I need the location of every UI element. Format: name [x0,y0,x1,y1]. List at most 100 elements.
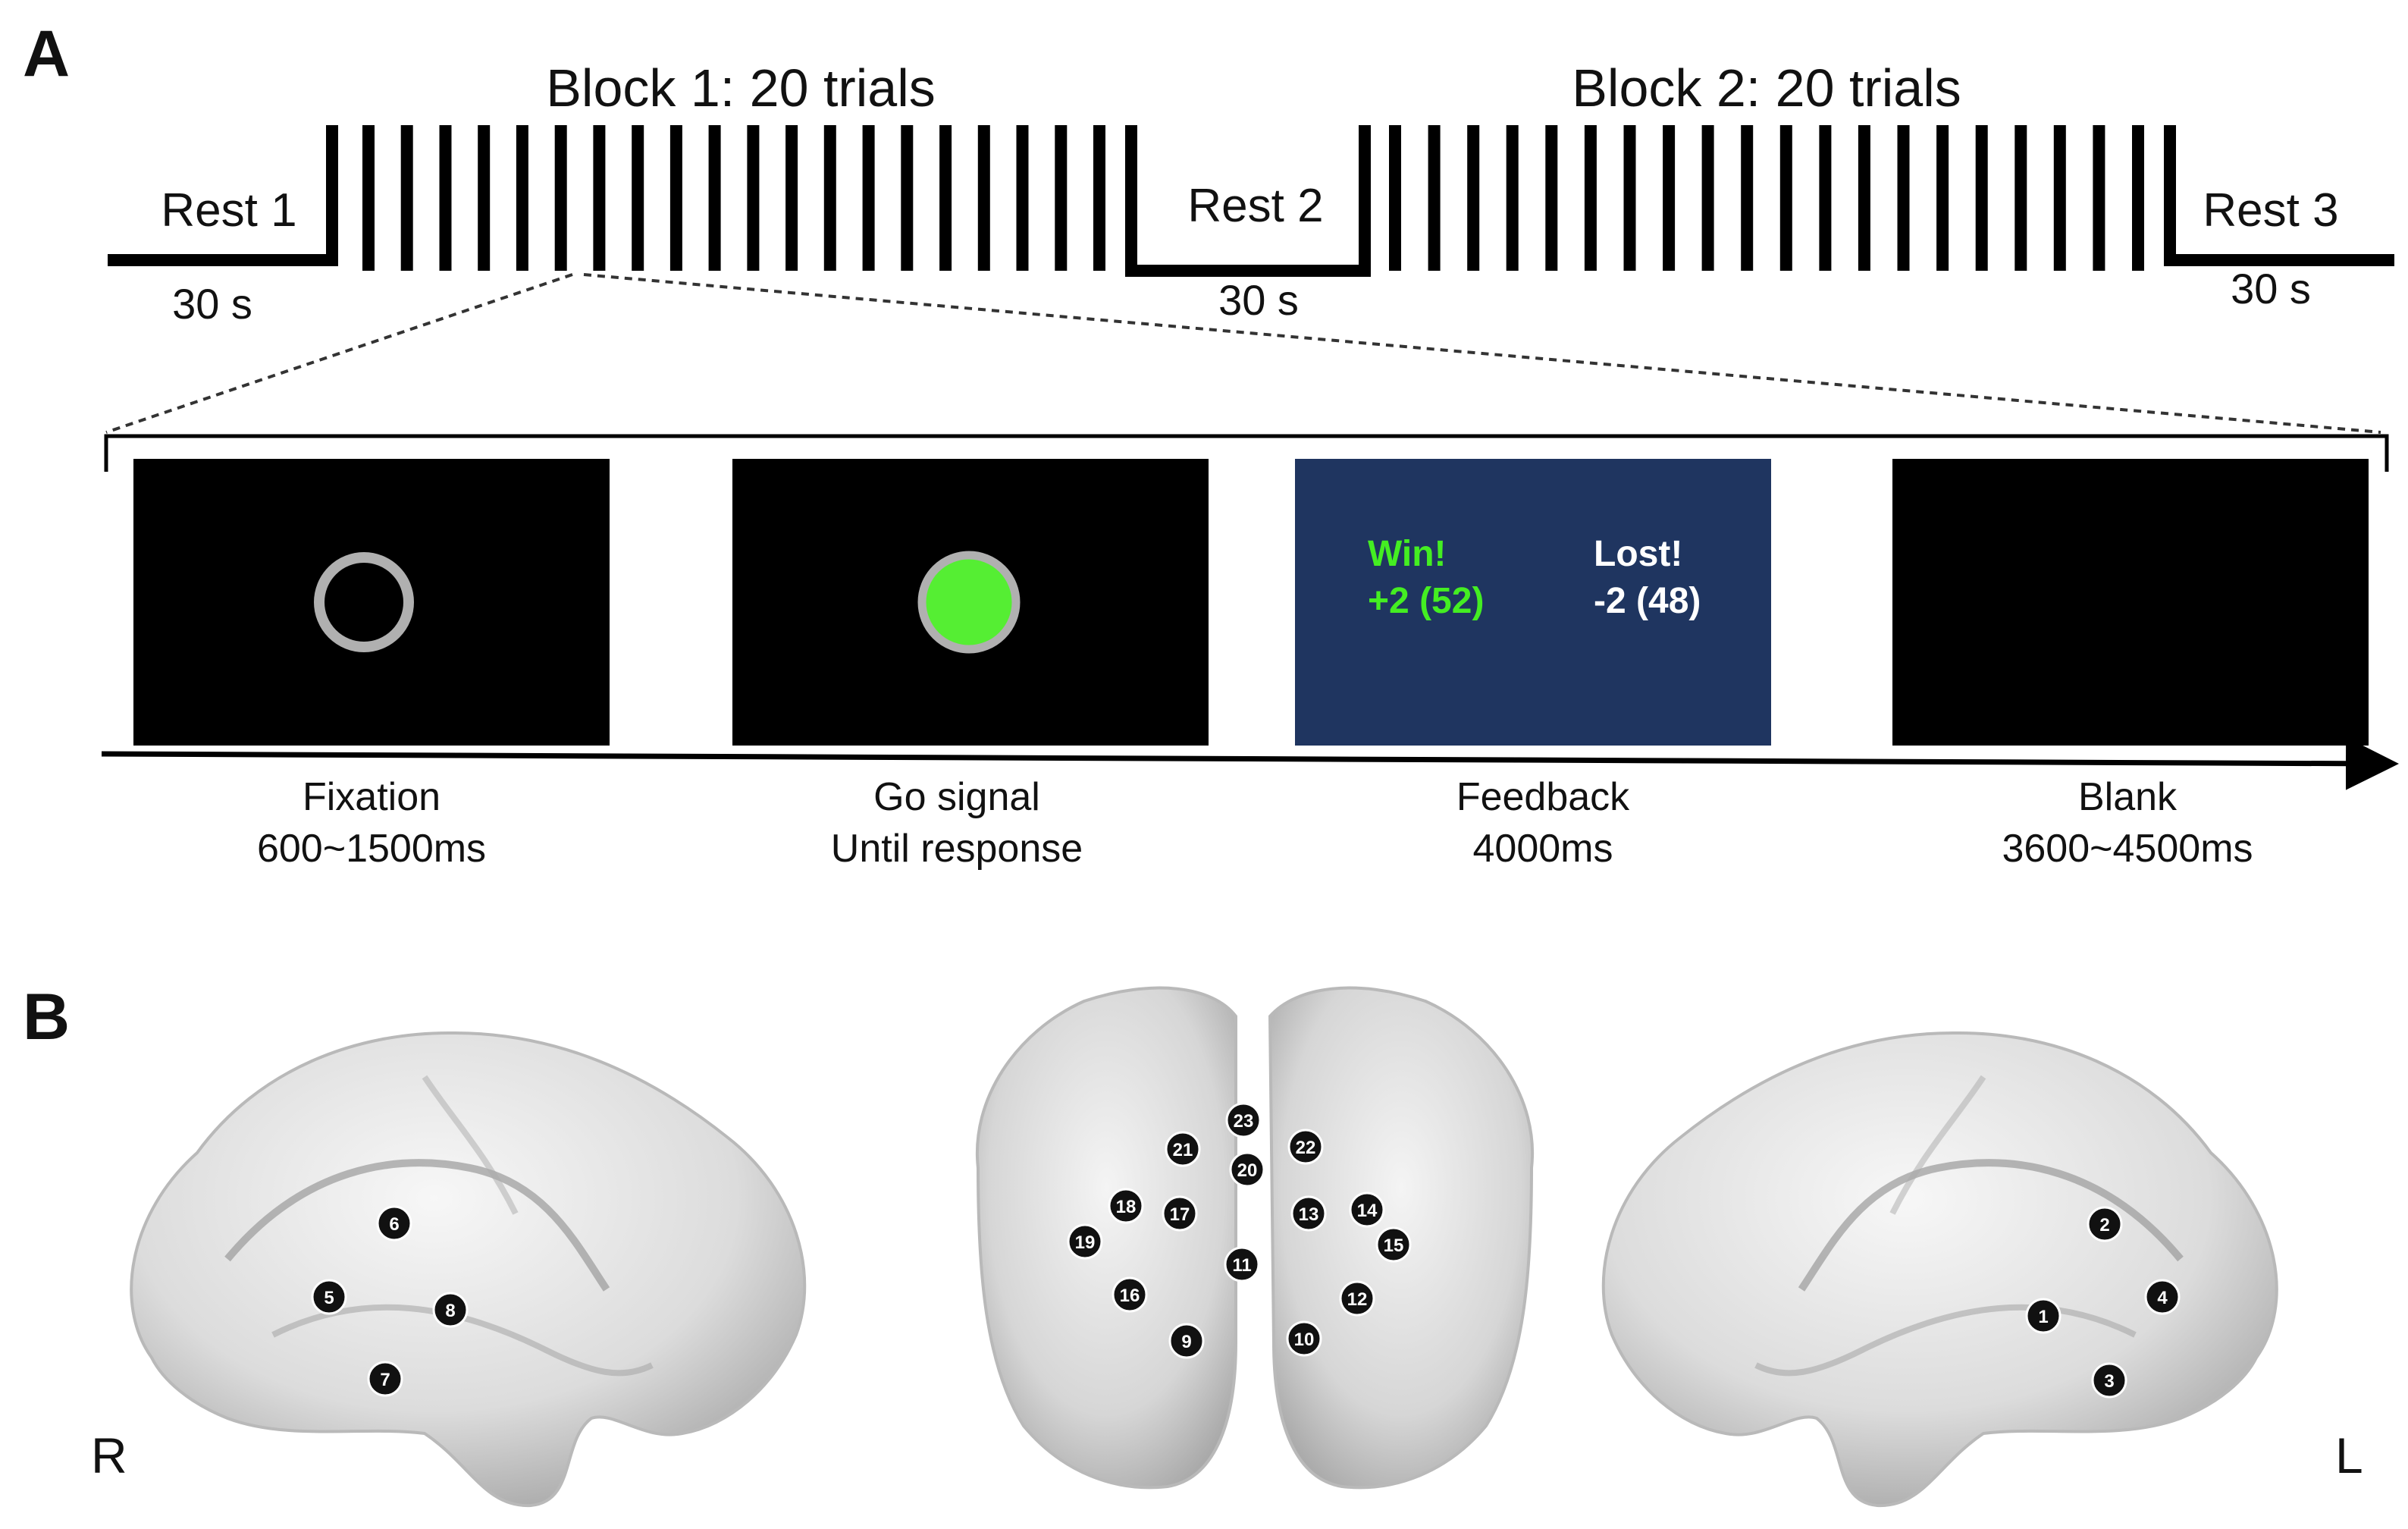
rest2-segment [1125,125,1371,277]
block2-title: Block 2: 20 trials [1572,58,1961,118]
channel-marker-4: 4 [2144,1279,2181,1315]
rest1-label: Rest 1 [161,184,296,237]
block2-trial-bar [1741,125,1754,271]
channel-3-label: 3 [2104,1371,2114,1392]
rest3-label: Rest 3 [2203,184,2338,237]
channel-2-label: 2 [2099,1215,2109,1235]
block1-trial-bar [823,125,836,271]
channel-marker-15: 15 [1375,1226,1412,1263]
left-view-markers: 1 2 3 4 [2025,1206,2181,1399]
channel-marker-19: 19 [1067,1223,1103,1260]
block1-trial-bar [632,125,644,271]
block2-trial-bar [1545,125,1558,271]
block1-trial-bar [862,125,875,271]
block1-trial-bar [1093,125,1105,271]
block2-trial-bar [2093,125,2105,271]
panel-b-label: B [23,981,70,1053]
block2-trial-bar [1936,125,1949,271]
rest2-duration: 30 s [1218,276,1299,324]
channel-10-label: 10 [1294,1330,1315,1350]
fixation-caption: Fixation [303,775,441,819]
block1-trial-bar [554,125,567,271]
go-signal-caption: Go signal [873,775,1040,819]
feedback-duration: 4000ms [1473,827,1613,871]
block2-trial-bar [1858,125,1870,271]
block1-trial-bar [669,125,682,271]
block2-trial-bar [1584,125,1597,271]
block1-trial-bar [747,125,760,271]
blank-duration: 3600~4500ms [2002,827,2253,871]
block1-trial-bar [977,125,990,271]
channel-7-label: 7 [380,1370,390,1390]
channel-marker-5: 5 [311,1279,347,1315]
block1-trial-bar [1055,125,1068,271]
feedback-lost-title: Lost! [1594,534,1682,574]
channel-marker-6: 6 [376,1205,412,1242]
block1-trial-bar [478,125,491,271]
rest3-duration: 30 s [2231,265,2311,312]
blank-screen [1892,459,2369,746]
feedback-caption: Feedback [1456,775,1630,819]
right-view-markers: 5 6 7 8 [311,1205,469,1397]
channel-18-label: 18 [1116,1197,1137,1217]
channel-21-label: 21 [1173,1140,1193,1160]
channel-marker-18: 18 [1108,1188,1144,1224]
block2-trial-bar [1506,125,1519,271]
channel-marker-2: 2 [2087,1206,2123,1242]
channel-11-label: 11 [1232,1255,1251,1276]
feedback-win-value: +2 (52) [1368,581,1484,621]
go-signal-dot [917,551,1021,654]
rest1-duration: 30 s [172,280,252,328]
left-side-label: L [2335,1427,2363,1483]
channel-9-label: 9 [1181,1332,1191,1352]
channel-1-label: 1 [2038,1307,2048,1327]
channel-marker-14: 14 [1349,1191,1385,1228]
block2-trial-bar [1428,125,1441,271]
channel-marker-22: 22 [1287,1129,1324,1165]
block1-trial-bar [439,125,452,271]
channel-4-label: 4 [2157,1288,2168,1308]
channel-marker-8: 8 [432,1292,469,1328]
fixation-ring [314,552,414,652]
block2-trial-bar [1897,125,1910,271]
rest1-segment [108,125,338,266]
block1-trial-bar [785,125,798,271]
channel-15-label: 15 [1384,1235,1404,1256]
block1-trial-bar [708,125,721,271]
block1-trial-bar [593,125,606,271]
block2-trial-bar [1975,125,1988,271]
block2-trial-bars [1389,125,2144,271]
block2-trial-bar [2132,125,2144,271]
channel-marker-7: 7 [367,1361,403,1397]
block1-trial-bar [901,125,914,271]
block2-trial-bar [1467,125,1480,271]
rest2-label: Rest 2 [1187,180,1323,232]
rest3-segment [2164,125,2394,266]
channel-marker-9: 9 [1168,1323,1205,1359]
channel-marker-13: 13 [1290,1195,1327,1232]
block1-trial-bar [400,125,413,271]
block1-trial-bar [939,125,952,271]
channel-marker-1: 1 [2025,1298,2062,1334]
channel-marker-17: 17 [1162,1195,1198,1232]
channel-marker-10: 10 [1286,1320,1322,1357]
block2-trial-bar [1389,125,1401,271]
go-signal-duration: Until response [831,827,1083,871]
channel-13-label: 13 [1299,1204,1319,1225]
right-hemisphere-brain [130,1031,807,1508]
time-arrow [101,736,2399,790]
channel-marker-21: 21 [1165,1131,1201,1167]
left-hemisphere-brain [1601,1031,2278,1508]
channel-marker-20: 20 [1229,1151,1265,1188]
channel-5-label: 5 [324,1288,334,1308]
channel-16-label: 16 [1120,1286,1140,1306]
channel-marker-3: 3 [2091,1362,2127,1399]
block2-trial-bar [1663,125,1676,271]
channel-marker-16: 16 [1112,1276,1148,1313]
channel-marker-11: 11 [1224,1246,1260,1283]
feedback-screen [1295,459,1771,746]
feedback-lost-value: -2 (48) [1594,581,1701,621]
frontal-view-brain [975,986,1535,1490]
panel-a-label: A [23,17,70,90]
